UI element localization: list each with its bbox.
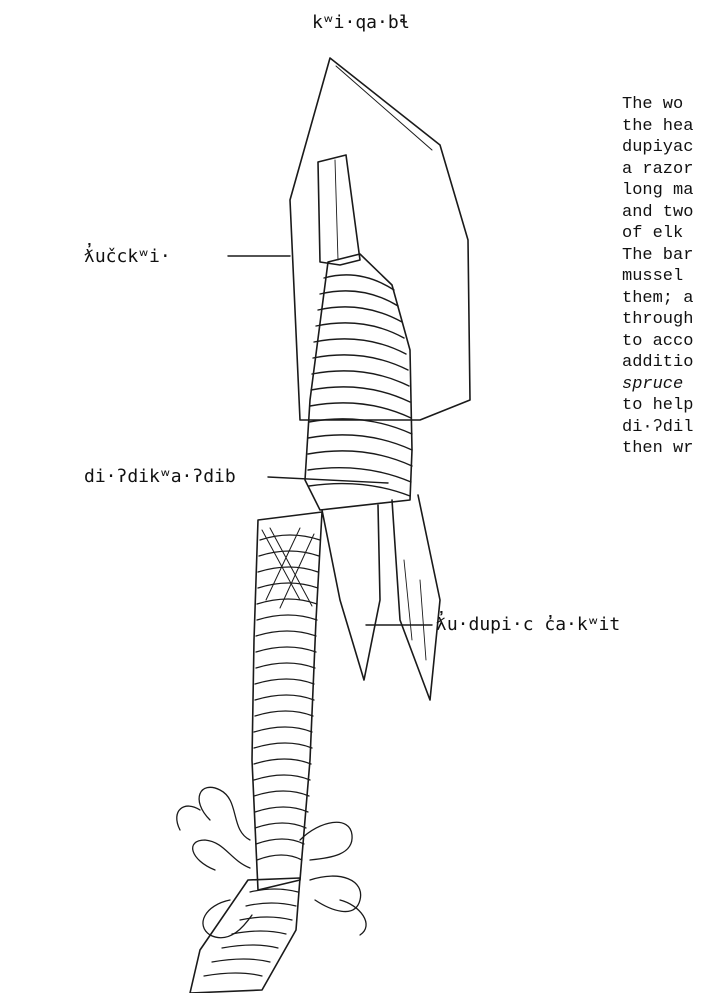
caption-line: them; a — [622, 288, 722, 310]
caption-line: to help — [622, 395, 722, 417]
caption-line: and two — [622, 202, 722, 224]
barb-left — [322, 505, 380, 680]
caption-line: dupiyac — [622, 137, 722, 159]
inner-point — [318, 155, 360, 265]
outer-blade-outline — [290, 58, 470, 420]
caption-line: the hea — [622, 116, 722, 138]
caption-line: spruce — [622, 374, 722, 396]
caption-line: The bar — [622, 245, 722, 267]
socket-crosshatch — [262, 528, 314, 608]
caption-line: through — [622, 309, 722, 331]
caption-line: long ma — [622, 180, 722, 202]
caption-line: di·ʔdil — [622, 417, 722, 439]
caption-line: then wr — [622, 438, 722, 460]
label-outer-point: ƛ̓učckʷi· — [84, 248, 171, 266]
label-barbs: ƛ̓u·dupi·c c̓a·kʷit — [436, 616, 620, 634]
inner-point-edge — [335, 160, 338, 260]
outer-blade-inner-edge — [336, 66, 432, 150]
socket-outline — [252, 512, 322, 890]
leader-left-middle — [268, 477, 388, 483]
wrapping-bands — [308, 275, 412, 496]
socket-bands — [254, 535, 320, 860]
caption-line: a razor — [622, 159, 722, 181]
caption-line: mussel — [622, 266, 722, 288]
caption-line: of elk — [622, 223, 722, 245]
caption-line: additio — [622, 352, 722, 374]
label-wrapping: di·ʔdikʷa·ʔdib — [84, 468, 236, 486]
caption-line: to acco — [622, 331, 722, 353]
label-blade-casing: kʷi·qa·bɬ — [312, 14, 410, 32]
lashing-fibres — [177, 787, 366, 937]
caption-line: The wo — [622, 94, 722, 116]
barb-right — [392, 495, 440, 700]
